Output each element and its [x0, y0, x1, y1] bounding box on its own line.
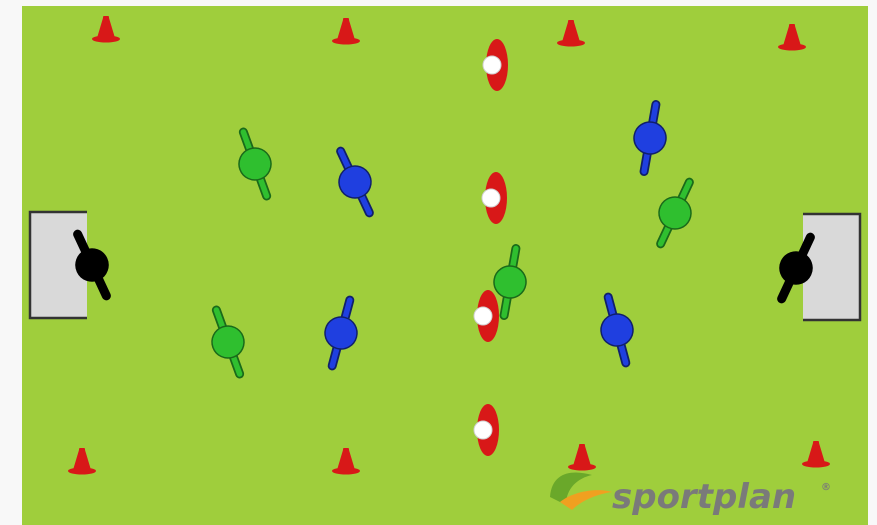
sportplan-wordmark: sportplan: [612, 477, 796, 517]
pitch: [22, 6, 868, 525]
registered-mark: ®: [821, 482, 831, 493]
